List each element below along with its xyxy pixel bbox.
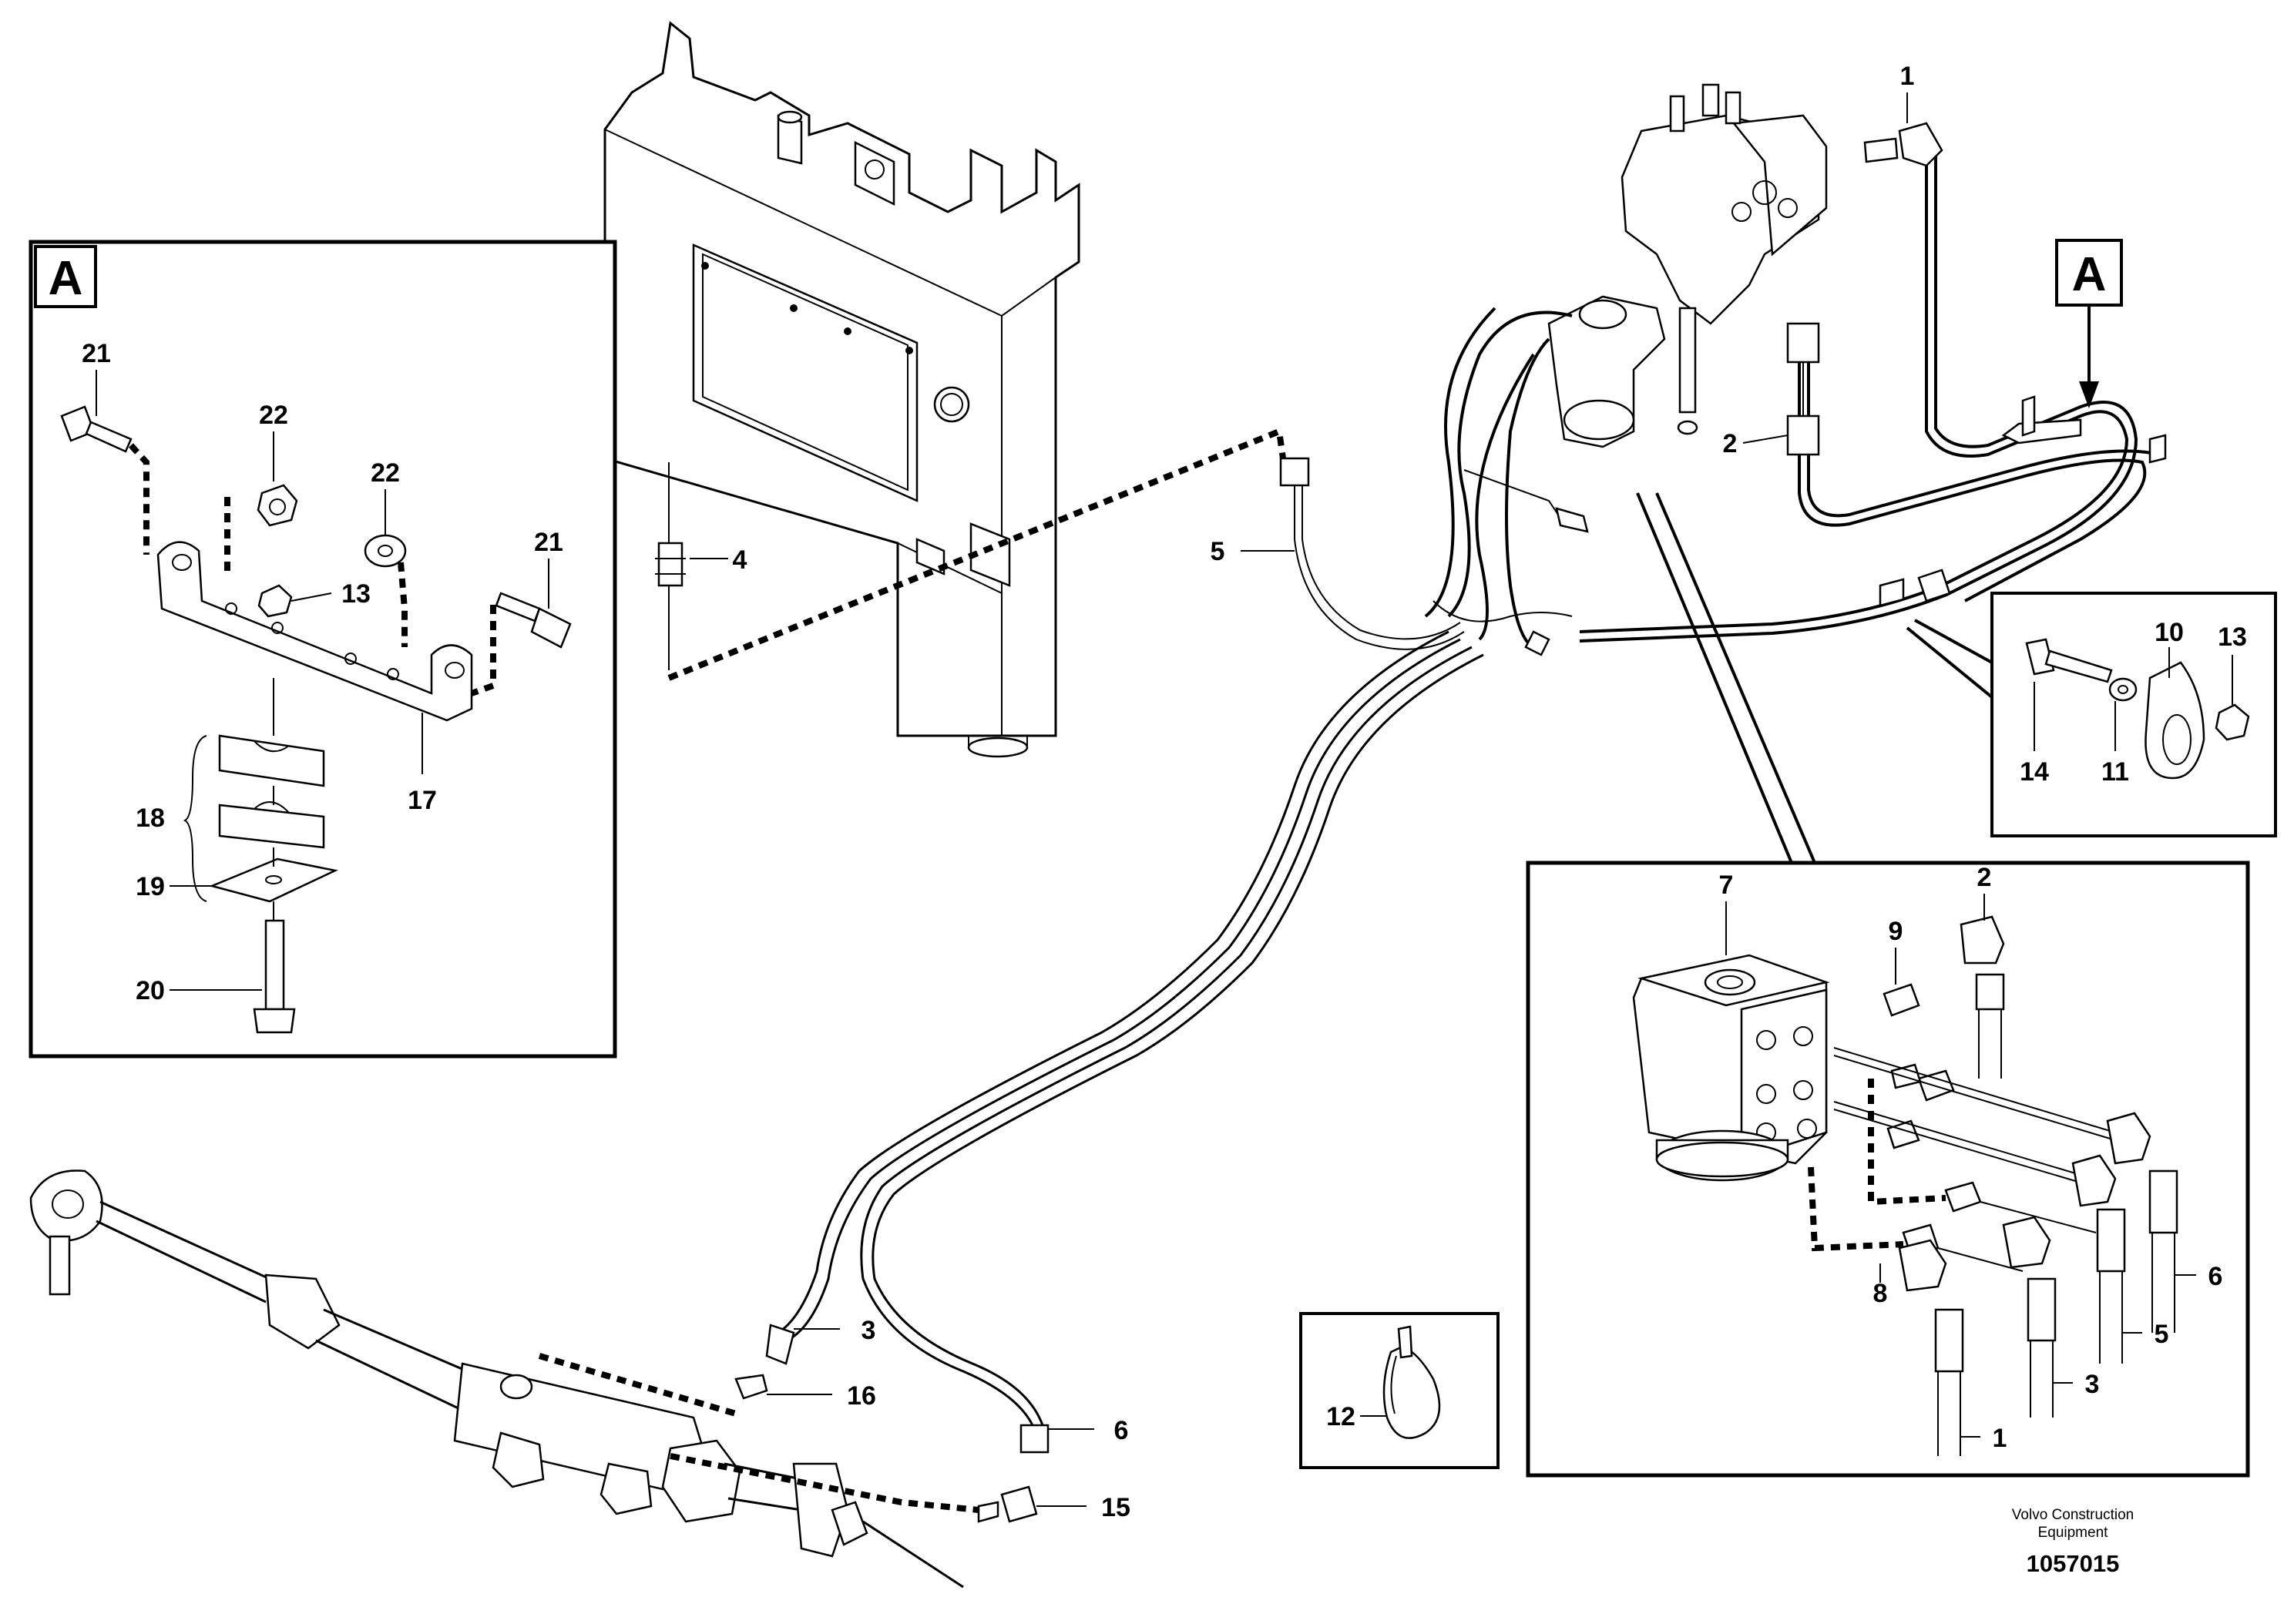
callout-1-detail: 1 bbox=[1993, 1424, 2007, 1453]
hydraulic-tank bbox=[603, 21, 1080, 758]
clamp-detail-box: 14 11 10 13 bbox=[1906, 592, 2277, 837]
callout-3-main: 3 bbox=[862, 1316, 876, 1345]
callout-2-top: 2 bbox=[1723, 429, 1738, 458]
callout-19: 19 bbox=[136, 872, 165, 901]
callout-2-detail: 2 bbox=[1977, 863, 1992, 892]
view-a-reference-label: A bbox=[2072, 248, 2107, 301]
callout-1-top: 1 bbox=[1900, 62, 1915, 91]
callout-4: 4 bbox=[733, 545, 747, 575]
callout-21-right: 21 bbox=[534, 528, 563, 557]
callout-9: 9 bbox=[1889, 917, 1903, 946]
callout-22-left: 22 bbox=[259, 401, 288, 430]
bracket-17 bbox=[156, 541, 473, 722]
bolt-21-right bbox=[495, 592, 572, 649]
hose-bundle bbox=[1424, 307, 1589, 656]
view-a-label: A bbox=[49, 252, 83, 305]
callout-16: 16 bbox=[847, 1381, 876, 1411]
callout-17: 17 bbox=[408, 786, 437, 815]
hoses-main: 5 bbox=[734, 457, 1484, 1523]
document-number: 1057015 bbox=[2027, 1550, 2120, 1577]
callout-3-detail: 3 bbox=[2085, 1370, 2100, 1399]
callout-20: 20 bbox=[136, 976, 165, 1005]
callout-22-right: 22 bbox=[371, 458, 400, 488]
callout-5-detail: 5 bbox=[2155, 1320, 2169, 1349]
callout-12: 12 bbox=[1326, 1402, 1355, 1431]
bolt-20 bbox=[253, 919, 296, 1034]
callout-13-clamp: 13 bbox=[2218, 622, 2247, 652]
brand-line-1: Volvo Construction bbox=[2012, 1507, 2134, 1523]
nut-13-inset bbox=[257, 584, 293, 618]
callout-8: 8 bbox=[1873, 1279, 1888, 1308]
callout-7: 7 bbox=[1719, 871, 1734, 900]
callout-10: 10 bbox=[2155, 618, 2184, 647]
callout-11: 11 bbox=[2101, 757, 2129, 787]
washer-22-right bbox=[364, 534, 407, 568]
bolt-21-left bbox=[60, 405, 133, 453]
callout-5-main: 5 bbox=[1211, 537, 1225, 566]
clamp-halves-18 bbox=[218, 734, 325, 849]
callout-18: 18 bbox=[136, 804, 165, 833]
footer: Volvo Construction Equipment 1057015 bbox=[2012, 1507, 2134, 1577]
view-a-reference: A bbox=[2055, 239, 2123, 408]
callout-6-detail: 6 bbox=[2208, 1262, 2223, 1291]
nut-22-left bbox=[257, 484, 298, 527]
steering-unit-detail-box: 7 9 2 8 6 5 3 1 bbox=[1526, 492, 2250, 1478]
plate-19 bbox=[209, 857, 338, 903]
callout-13-inset: 13 bbox=[341, 579, 371, 609]
pipes-upper-right bbox=[1579, 122, 2167, 643]
detail-view-a: A bbox=[29, 240, 617, 1059]
adapter-4: 4 bbox=[655, 427, 1286, 681]
callout-15: 15 bbox=[1101, 1493, 1130, 1522]
brand-line-2: Equipment bbox=[2038, 1525, 2109, 1541]
control-valve bbox=[1621, 83, 1828, 435]
steering-cylinder bbox=[29, 1169, 979, 1589]
callout-21-top: 21 bbox=[82, 339, 111, 368]
callout-14: 14 bbox=[2020, 757, 2049, 787]
steering-unit-main bbox=[1547, 295, 1666, 448]
callout-6-main: 6 bbox=[1114, 1416, 1129, 1445]
cable-tie-box: 12 bbox=[1299, 1312, 1500, 1469]
